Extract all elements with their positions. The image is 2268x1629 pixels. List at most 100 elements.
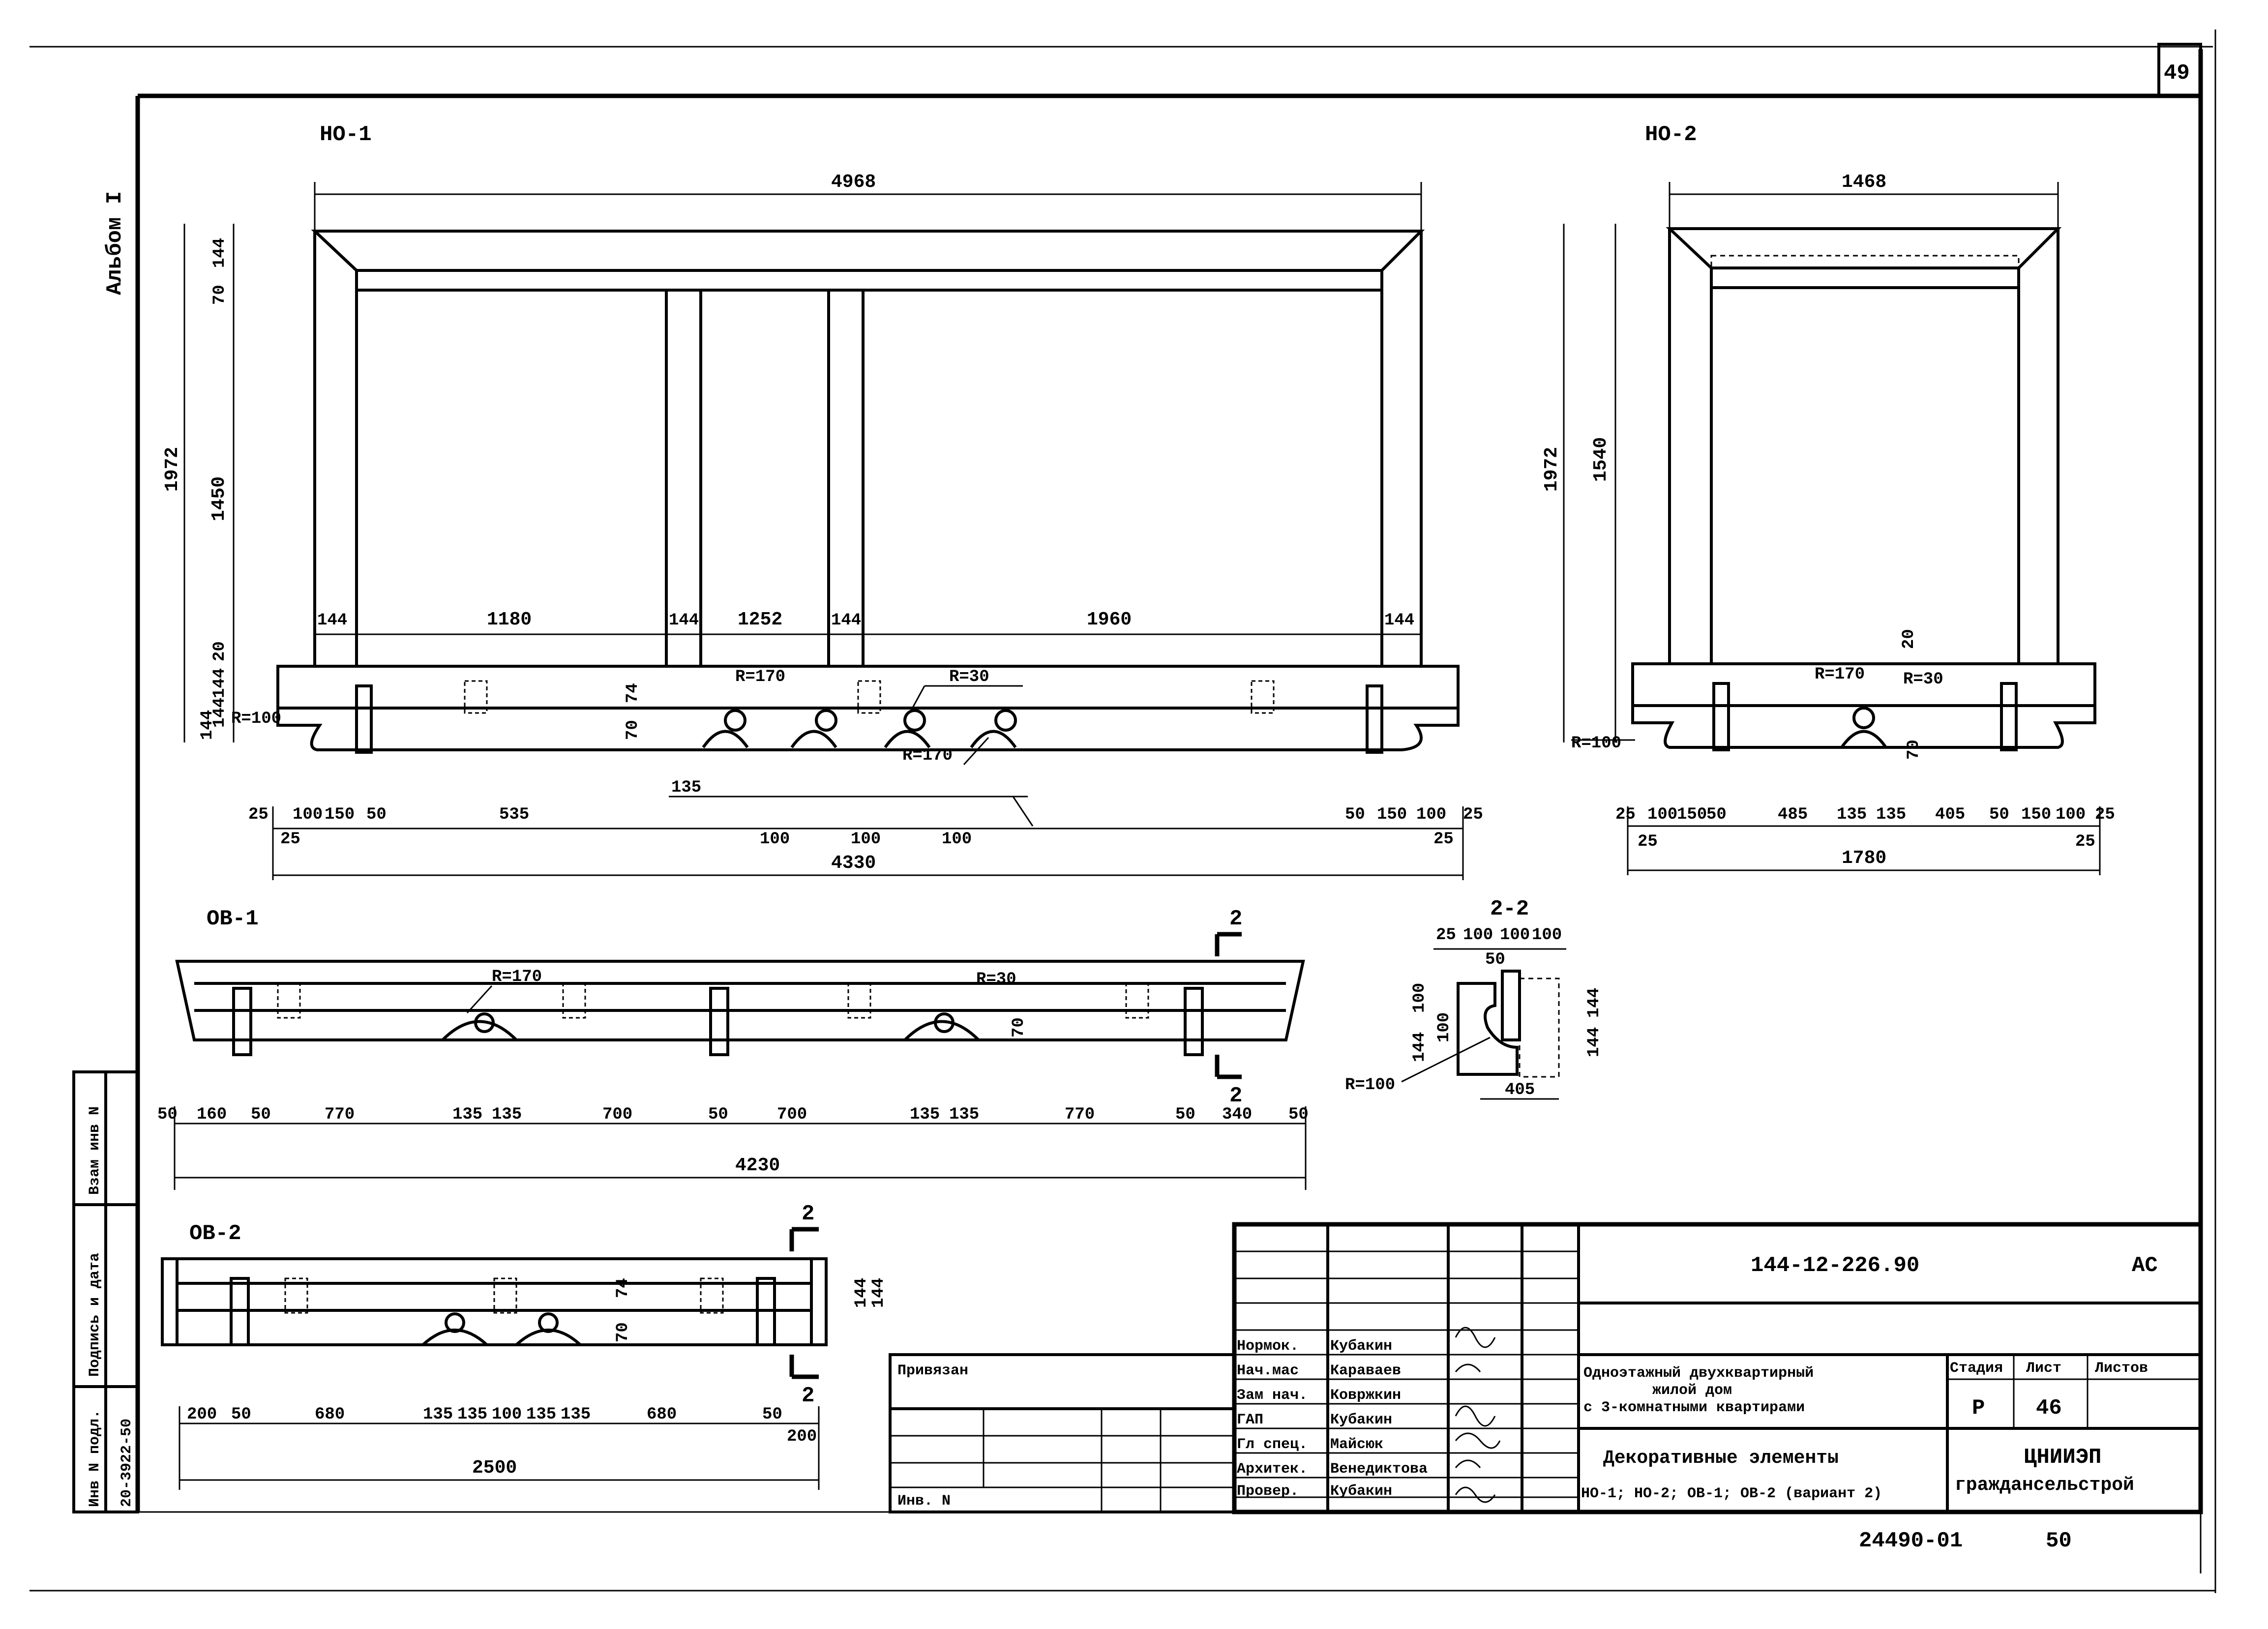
no1-vdim-3: 20	[210, 641, 229, 661]
sheet-title-line-2: НО-1; НО-2; ОВ-1; ОВ-2 (вариант 2)	[1581, 1485, 1882, 1502]
section-top-4: 50	[1485, 950, 1505, 969]
ob1-bdim-1: 160	[197, 1105, 227, 1124]
person-role-5: Архитек.	[1237, 1461, 1308, 1478]
no1-bdim-7: 100	[851, 830, 881, 849]
ob1-radius-1: R=30	[976, 970, 1016, 989]
no1-vdim-4: 144	[210, 668, 229, 698]
ob1-bdim-9: 135	[910, 1105, 940, 1124]
no2-bdim-9: 150	[2021, 805, 2051, 824]
stage-value: Р	[1972, 1396, 1985, 1421]
sheet-header: Лист	[2026, 1360, 2061, 1377]
binding-label: Привязан	[897, 1362, 968, 1379]
section-radius: R=100	[1345, 1076, 1395, 1095]
title-block: Нормок. Кубакин Нач.мас Караваев Зам нач…	[1232, 1222, 2203, 1514]
no1-bdim-12: 25	[1463, 805, 1483, 824]
section-right-1: 144	[1585, 1027, 1604, 1057]
no1-col-0: 144	[317, 611, 347, 630]
no2-title: НО-2	[1645, 122, 1697, 147]
view-ob1: ОВ-1 R=170 R=30 70 2 2 50 160 50 770	[157, 907, 1309, 1190]
no1-overall-bottom: 4330	[831, 853, 876, 874]
person-name-3: Кубакин	[1330, 1412, 1392, 1428]
no1-bdim-2: 150	[325, 805, 355, 824]
no1-bdim-0: 25	[248, 805, 269, 824]
no1-bdim-5: 135	[671, 778, 701, 797]
no2-bdim-8: 50	[1989, 805, 2009, 824]
no1-radius-2: R=170	[902, 746, 953, 765]
section-title: 2-2	[1490, 897, 1529, 921]
no1-width-dim: 4968	[831, 172, 876, 193]
section-top-2: 100	[1500, 926, 1530, 945]
side-stamp: Инв N подл. Подпись и дата Взам инв N 20…	[72, 1070, 139, 1513]
no1-col-4: 144	[831, 611, 861, 630]
no2-bdim-6: 135	[1876, 805, 1906, 824]
view-ob2: ОВ-2 74 70 144 144 2 2 200 50 680 135	[161, 1202, 888, 1490]
no1-vdim-5: 144	[210, 698, 229, 728]
ob1-bdim-2: 50	[251, 1105, 271, 1124]
stamp-sign-label: Подпись и дата	[87, 1253, 103, 1377]
project-line-3: с 3-комнатными квартирами	[1583, 1399, 1805, 1416]
ob1-bdim-11: 770	[1065, 1105, 1095, 1124]
ob1-bdim-4: 135	[452, 1105, 482, 1124]
no2-height-dim: 1972	[1541, 447, 1562, 492]
ob2-vdim-3: 144	[869, 1278, 888, 1308]
no2-bdim-0: 25	[1615, 805, 1636, 824]
sheets-header: Листов	[2095, 1360, 2148, 1377]
no1-bdim-13: 25	[280, 830, 300, 849]
page-number: 49	[2164, 61, 2190, 86]
ob1-overall-bottom: 4230	[735, 1155, 780, 1176]
no2-inner-height: 1540	[1590, 437, 1611, 482]
no2-vdim-0: 20	[1900, 629, 1918, 649]
ob1-section-mark-bottom: 2	[1229, 1084, 1242, 1108]
no1-col-5: 1960	[1087, 609, 1132, 630]
ob2-vdim-2: 144	[852, 1278, 871, 1308]
no1-bdim-8: 100	[942, 830, 972, 849]
ob2-bdim-6: 135	[526, 1405, 556, 1424]
no1-bdim-9: 50	[1345, 805, 1365, 824]
binding-inv-label: Инв. N	[897, 1493, 951, 1510]
view-no1: НО-1 4968 19	[162, 122, 1483, 880]
no2-radius-1: R=30	[1903, 670, 1943, 689]
ob2-section-mark-bottom: 2	[802, 1384, 814, 1408]
ob1-bdim-6: 700	[602, 1105, 632, 1124]
ob1-section-mark-top: 2	[1229, 907, 1242, 931]
ob2-bdim-8: 680	[647, 1405, 677, 1424]
view-section-2-2: 2-2 25 100 100 100 50 100 100 144 144 14…	[1345, 897, 1604, 1100]
ob2-section-mark-top: 2	[802, 1202, 814, 1226]
no2-bdim-12: 25	[1638, 832, 1658, 851]
person-role-0: Нормок.	[1237, 1338, 1299, 1355]
no1-bdim-14: 25	[1433, 830, 1454, 849]
no2-width-dim: 1468	[1842, 172, 1886, 193]
section-left-1: 100	[1435, 1012, 1454, 1042]
no2-radius-2: R=100	[1571, 734, 1621, 753]
no1-bdim-11: 100	[1416, 805, 1446, 824]
no1-title: НО-1	[320, 122, 372, 147]
person-name-6: Кубакин	[1330, 1483, 1392, 1500]
project-line-2: жилой дом	[1652, 1382, 1732, 1399]
no2-bdim-4: 485	[1778, 805, 1808, 824]
person-role-4: Гл спец.	[1237, 1436, 1308, 1453]
person-role-1: Нач.мас	[1237, 1362, 1299, 1379]
no2-bdim-2: 150	[1677, 805, 1707, 824]
ob1-bdim-7: 50	[708, 1105, 728, 1124]
no1-radius-0: R=170	[735, 668, 785, 686]
ob1-bdim-12: 50	[1175, 1105, 1195, 1124]
project-line-1: Одноэтажный двухквартирный	[1583, 1365, 1814, 1382]
person-name-0: Кубакин	[1330, 1338, 1392, 1355]
no2-bdim-13: 25	[2075, 832, 2095, 851]
view-no2: НО-2 1468 1972 1540 20 70 R=170 R=30 R=1…	[1541, 122, 2115, 875]
ob2-bdim-4: 135	[457, 1405, 487, 1424]
no2-overall-bottom: 1780	[1842, 848, 1886, 869]
ob2-bdim-0: 200	[187, 1405, 217, 1424]
ob2-vdim-1: 70	[614, 1322, 632, 1342]
section-top-3: 100	[1532, 926, 1562, 945]
no1-height-dim: 1972	[162, 447, 183, 492]
ob1-title: ОВ-1	[207, 907, 259, 931]
ob2-bdim-9: 50	[762, 1405, 782, 1424]
sheet-value: 46	[2036, 1396, 2062, 1421]
ob2-bdim-5: 100	[492, 1405, 522, 1424]
archive-number: 24490-01	[1859, 1529, 1963, 1553]
ob2-bdim-3: 135	[423, 1405, 453, 1424]
ob2-vdim-0: 74	[614, 1278, 632, 1298]
ob1-bdim-10: 135	[949, 1105, 979, 1124]
